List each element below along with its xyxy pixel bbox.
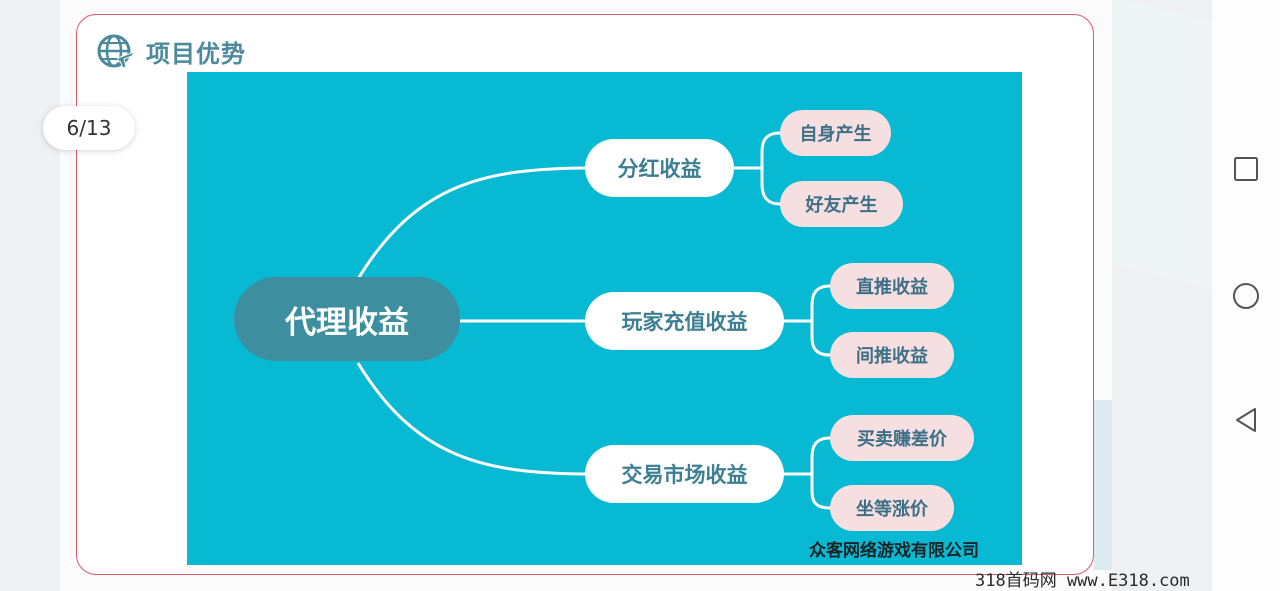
leaf-node: 好友产生 <box>780 181 903 227</box>
leaf-node: 坐等涨价 <box>830 485 954 531</box>
slide-image: 代理收益 分红收益 玩家充值收益 交易市场收益 自身产生 好友产生 直推收益 间… <box>187 72 1022 565</box>
leaf-node: 自身产生 <box>780 110 891 156</box>
leaf-node: 直推收益 <box>830 263 954 309</box>
branch-node: 分红收益 <box>585 139 734 197</box>
circle-icon <box>1233 283 1259 309</box>
mindmap-connectors <box>356 131 831 510</box>
page-indicator: 6/13 <box>43 106 135 150</box>
section-title: 项目优势 <box>146 39 246 68</box>
company-name: 众客网络游戏有限公司 <box>809 541 979 561</box>
branch-node: 玩家充值收益 <box>585 292 784 350</box>
android-navigation-bar <box>1212 0 1280 591</box>
recents-button[interactable] <box>1226 149 1266 189</box>
watermark-text: 318首码网 www.E318.com <box>975 571 1190 591</box>
leaf-node: 间推收益 <box>830 332 954 378</box>
background-decoration <box>1094 400 1112 570</box>
branch-node: 交易市场收益 <box>585 445 784 503</box>
square-icon <box>1234 157 1258 181</box>
back-button[interactable] <box>1226 400 1266 440</box>
triangle-back-icon <box>1236 408 1256 432</box>
globe-plane-icon <box>97 34 136 69</box>
home-button[interactable] <box>1226 276 1266 316</box>
section-header: 项目优势 <box>96 30 246 72</box>
mindmap-root-node: 代理收益 <box>234 277 460 361</box>
leaf-node: 买卖赚差价 <box>830 415 974 461</box>
